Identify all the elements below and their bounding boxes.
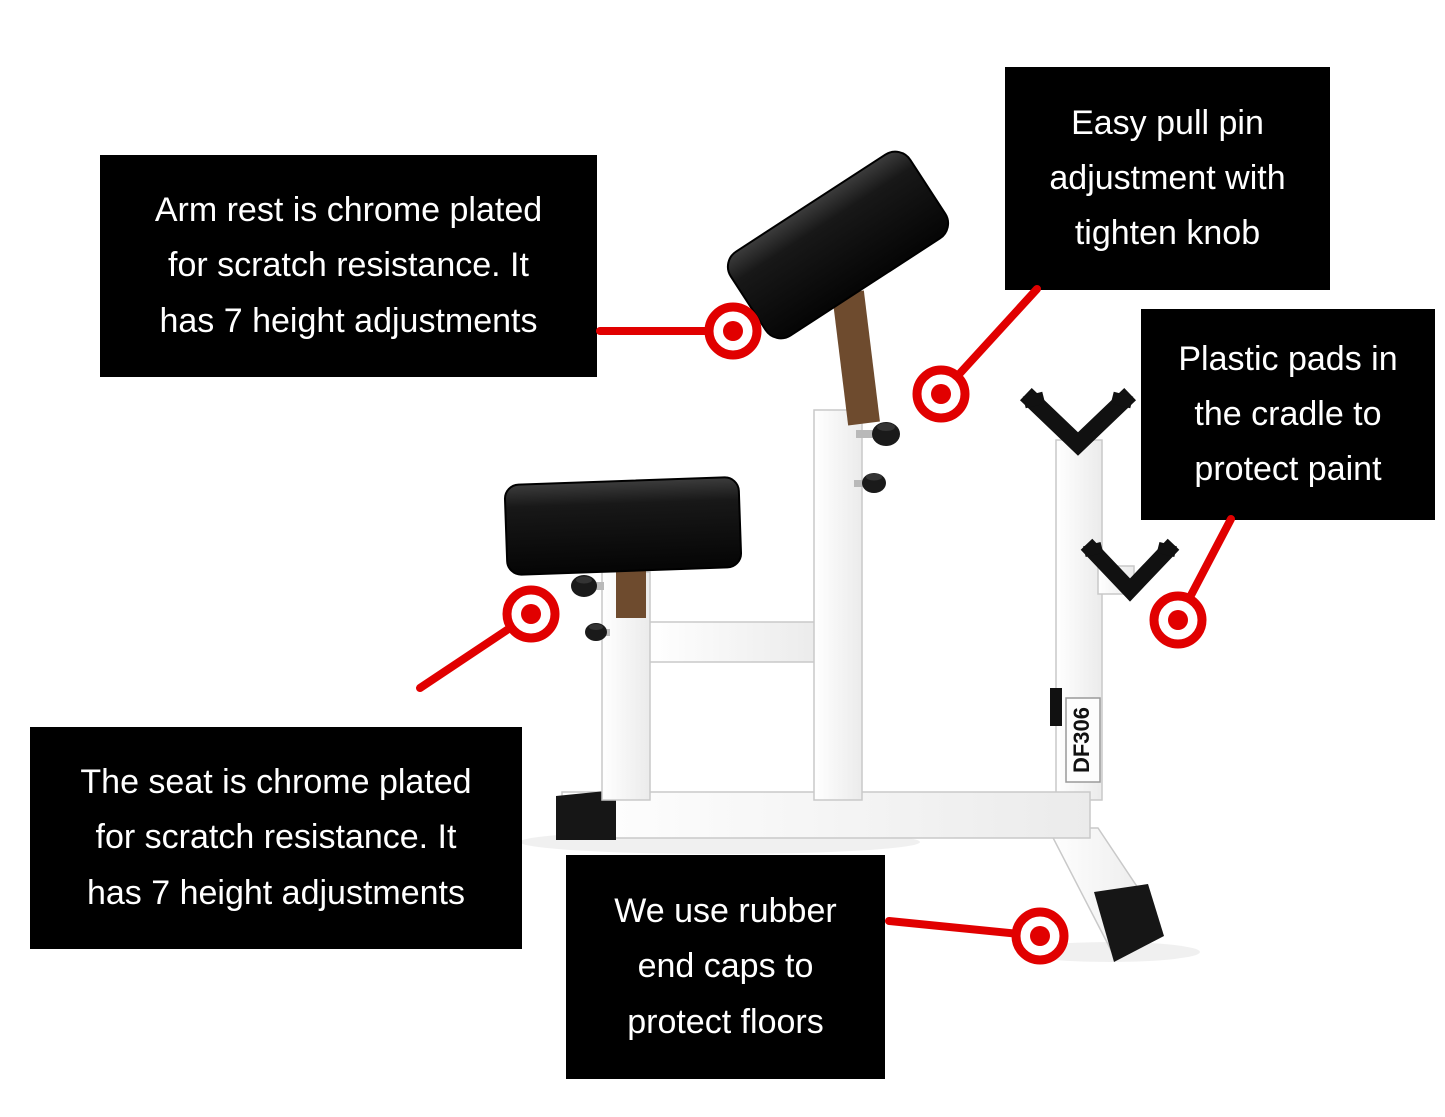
callout-seat-text: The seat is chrome plated for scratch re… [80, 763, 472, 912]
callout-end-caps: We use rubber end caps to protect floors [566, 855, 885, 1079]
label-clip [1050, 688, 1062, 726]
tighten-knob-icon [571, 575, 604, 597]
arm-rest-chrome-insert [832, 290, 880, 426]
bench-crossbar [647, 621, 819, 663]
arm-rest-post [813, 409, 863, 801]
callout-pull-pin-text: Easy pull pin adjustment with tighten kn… [1049, 103, 1286, 253]
barbell-cradle-icon [1080, 538, 1180, 602]
rubber-end-cap-right [1094, 884, 1164, 962]
callout-seat: The seat is chrome plated for scratch re… [30, 727, 522, 949]
rubber-end-cap-left [556, 790, 616, 840]
model-label: DF306 [1050, 688, 1101, 783]
callout-cradle-pads: Plastic pads in the cradle to protect pa… [1141, 309, 1435, 520]
callout-arm-rest: Arm rest is chrome plated for scratch re… [100, 155, 597, 377]
barbell-cradle-icon [1019, 387, 1137, 456]
callout-cradle-pads-text: Plastic pads in the cradle to protect pa… [1178, 339, 1398, 489]
callout-pull-pin: Easy pull pin adjustment with tighten kn… [1005, 67, 1330, 290]
tighten-knob-icon [854, 473, 886, 493]
tighten-knob-icon [585, 623, 610, 641]
seat-pad [503, 476, 743, 576]
model-label-text: DF306 [1069, 707, 1094, 773]
callout-end-caps-text: We use rubber end caps to protect floors [614, 892, 837, 1041]
callout-arm-rest-text: Arm rest is chrome plated for scratch re… [154, 191, 543, 340]
tighten-knob-icon [856, 422, 900, 446]
